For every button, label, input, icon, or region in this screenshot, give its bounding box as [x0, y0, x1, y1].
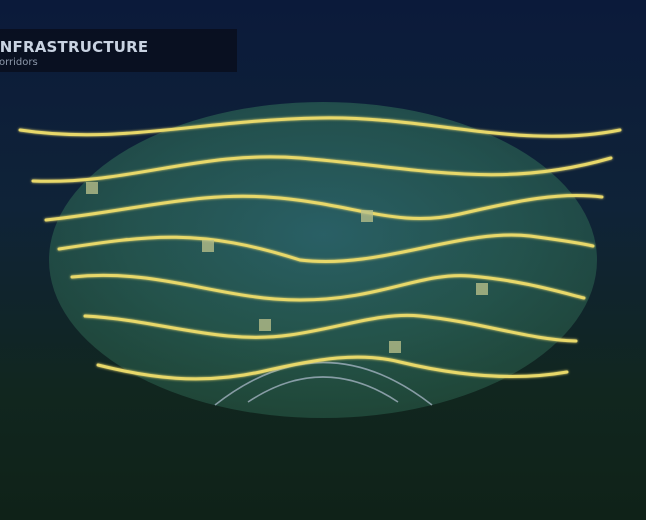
- corridor-line[interactable]: [70, 273, 586, 302]
- corridor-line[interactable]: [96, 355, 569, 381]
- corridor-line[interactable]: [44, 194, 604, 222]
- corridor-line[interactable]: [31, 155, 613, 183]
- station-marker[interactable]: [361, 210, 373, 222]
- arcs: [214, 361, 433, 406]
- inner-arc: [247, 376, 399, 403]
- corridor-line[interactable]: [18, 116, 622, 138]
- corridor-lines: [18, 116, 622, 381]
- page-subtitle: Corridors: [0, 57, 38, 68]
- title-panel: INFRASTRUCTURE Corridors: [0, 29, 237, 72]
- page-title: INFRASTRUCTURE: [0, 38, 149, 56]
- region-ellipse: [49, 102, 597, 418]
- station-marker[interactable]: [202, 240, 214, 252]
- corridor-line[interactable]: [57, 233, 595, 264]
- station-marker[interactable]: [476, 283, 488, 295]
- station-marker[interactable]: [259, 319, 271, 331]
- station-markers: [86, 182, 488, 353]
- station-marker[interactable]: [389, 341, 401, 353]
- station-marker[interactable]: [86, 182, 98, 194]
- outer-arc: [214, 361, 433, 406]
- corridor-line[interactable]: [83, 313, 578, 343]
